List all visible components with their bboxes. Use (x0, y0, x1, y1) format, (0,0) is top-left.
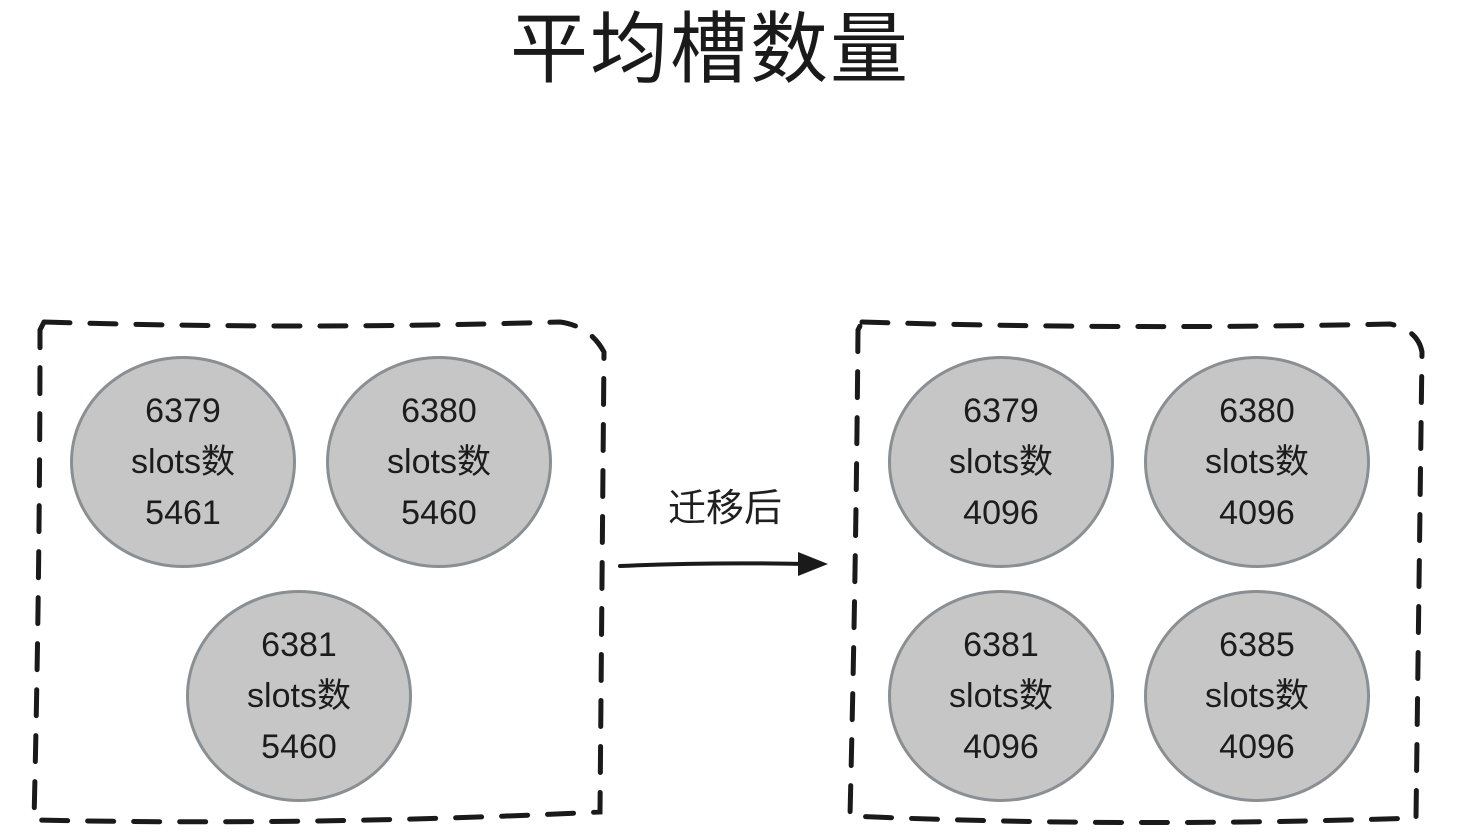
node-label: slots数 (1205, 442, 1309, 481)
node-before-6379: 6379 slots数 5461 (70, 356, 296, 568)
node-slot-count: 4096 (1219, 727, 1295, 766)
node-port: 6379 (963, 391, 1039, 430)
node-port: 6381 (261, 625, 337, 664)
node-label: slots数 (949, 442, 1053, 481)
node-label: slots数 (949, 676, 1053, 715)
node-slot-count: 4096 (963, 493, 1039, 532)
node-label: slots数 (131, 442, 235, 481)
node-after-6379: 6379 slots数 4096 (888, 356, 1114, 568)
node-label: slots数 (1205, 676, 1309, 715)
node-slot-count: 4096 (1219, 493, 1295, 532)
node-slot-count: 5460 (261, 727, 337, 766)
node-label: slots数 (387, 442, 491, 481)
node-slot-count: 5461 (145, 493, 221, 532)
node-before-6381: 6381 slots数 5460 (186, 590, 412, 802)
node-port: 6380 (401, 391, 477, 430)
node-after-6380: 6380 slots数 4096 (1144, 356, 1370, 568)
arrow-right-icon (618, 552, 828, 576)
node-slot-count: 4096 (963, 727, 1039, 766)
node-after-6381: 6381 slots数 4096 (888, 590, 1114, 802)
node-label: slots数 (247, 676, 351, 715)
node-before-6380: 6380 slots数 5460 (326, 356, 552, 568)
node-after-6385: 6385 slots数 4096 (1144, 590, 1370, 802)
migration-arrow-label: 迁移后 (667, 486, 782, 530)
node-slot-count: 5460 (401, 493, 477, 532)
node-port: 6380 (1219, 391, 1295, 430)
node-port: 6385 (1219, 625, 1295, 664)
page-title: 平均槽数量 (509, 5, 910, 95)
node-port: 6381 (963, 625, 1039, 664)
node-port: 6379 (145, 391, 221, 430)
